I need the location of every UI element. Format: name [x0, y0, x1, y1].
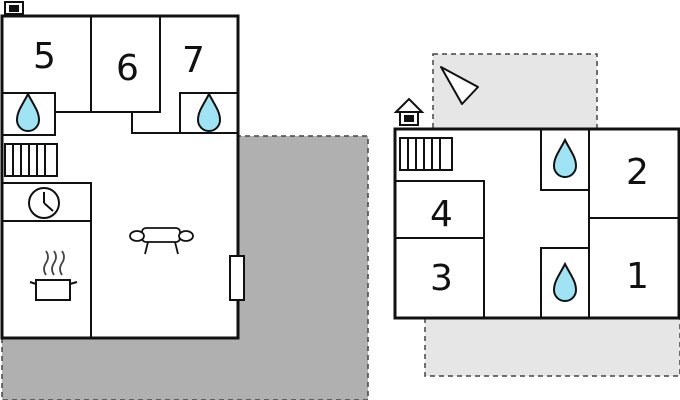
- room-label-5: 5: [33, 36, 56, 77]
- water-drop-icon: [15, 91, 41, 132]
- outdoor-terrace-bottom-right: [424, 317, 680, 377]
- window-icon: [229, 255, 245, 301]
- room-label-2: 2: [626, 152, 649, 193]
- radiator-icon: [399, 137, 453, 171]
- compass-icon: [440, 66, 479, 105]
- wall-rooms-4-3: [395, 180, 485, 318]
- room-label-4: 4: [430, 194, 453, 235]
- water-drop-icon: [196, 91, 222, 132]
- building-left: 5 6 7: [0, 1, 245, 340]
- water-drop-icon: [552, 261, 578, 302]
- room-label-3: 3: [430, 258, 453, 299]
- house-icon: [393, 97, 425, 126]
- cooking-pot-icon: [29, 250, 78, 301]
- room-label-6: 6: [116, 48, 139, 89]
- clock-box: [1, 182, 92, 222]
- clock-icon: [28, 187, 60, 219]
- room-label-1: 1: [626, 256, 649, 297]
- wall-room-6: [91, 16, 161, 113]
- room-label-7: 7: [182, 40, 205, 81]
- house-icon: [4, 1, 24, 15]
- bath-box-top: [540, 128, 590, 191]
- water-drop-icon: [552, 137, 578, 178]
- radiator-icon: [4, 143, 58, 177]
- bath-box-bottom: [540, 247, 590, 319]
- building-right: 4 3 2 1: [393, 127, 680, 320]
- sofa-icon: [129, 227, 194, 255]
